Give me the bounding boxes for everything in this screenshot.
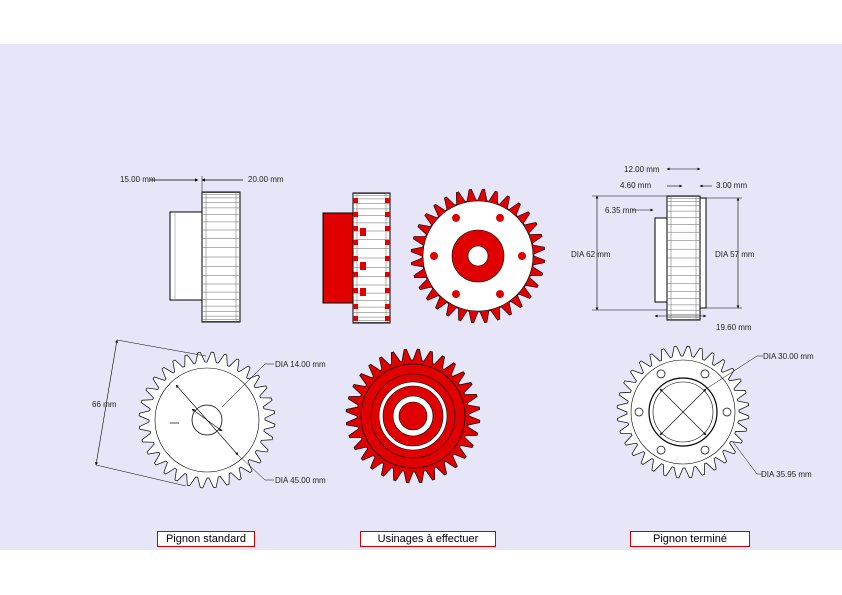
bolt-hole — [430, 252, 438, 260]
machining-mark — [353, 198, 358, 203]
bolt-hole — [656, 445, 666, 455]
machining-mark — [353, 256, 358, 261]
machining-mark — [385, 304, 390, 309]
machining-mark — [353, 240, 358, 245]
caption-finished: Pignon terminé — [630, 531, 750, 547]
dim-std-right: 20.00 mm — [248, 175, 284, 184]
dim-fin-dia-left: DIA 62 mm — [571, 250, 611, 259]
bolt-hole — [518, 252, 526, 260]
machining-mark — [385, 316, 390, 321]
bolt-hole — [700, 445, 710, 455]
dim-fin-holes: DIA 35.95 mm — [761, 470, 812, 479]
machining-mark — [385, 272, 390, 277]
machining-mark — [353, 316, 358, 321]
machining-mark — [385, 288, 390, 293]
machining-mark — [385, 256, 390, 261]
machining-mark — [360, 262, 366, 270]
dim-std-bore: DIA 14.00 mm — [275, 360, 326, 369]
machining-mark — [385, 198, 390, 203]
finished-hub-left — [654, 217, 668, 303]
machining-mark — [353, 226, 358, 231]
bolt-hole — [700, 369, 710, 379]
finished-front-view: DIA 30.00 mm DIA 35.95 mm — [616, 345, 814, 479]
machining-front-view — [410, 188, 546, 324]
machining-mark — [353, 272, 358, 277]
standard-hub — [169, 211, 203, 301]
standard-side-view: 15.00 mm 20.00 mm — [120, 175, 284, 323]
machining-side-view — [322, 192, 391, 324]
bolt-hole — [452, 213, 460, 222]
bolt-hole — [452, 290, 460, 299]
machining-mark — [353, 288, 358, 293]
bolt-hole — [496, 290, 504, 299]
dim-fin-dia-right: DIA 57 mm — [715, 250, 755, 259]
dim-fin-width: 12.00 mm — [624, 165, 660, 174]
machining-mark — [360, 228, 366, 236]
dim-std-root: DIA 45.00 mm — [275, 476, 326, 485]
standard-front-view: DIA 14.00 mm DIA 45.00 mm 66 mm — [92, 339, 326, 489]
dim-fin-step: 6.35 mm — [605, 206, 636, 215]
finished-side-view: 12.00 mm 4.60 mm 3.00 mm 6.35 mm DIA 62 … — [571, 165, 755, 332]
dim-fin-hub-right: 3.00 mm — [716, 181, 747, 190]
machining-mark — [385, 226, 390, 231]
machining-mark — [360, 288, 366, 296]
machining-front-view-bottom — [345, 348, 481, 484]
finished-hub-right — [699, 197, 707, 309]
machining-mark — [385, 212, 390, 217]
dim-fin-offset: 4.60 mm — [620, 181, 651, 190]
bolt-hole — [496, 213, 504, 222]
dim-std-left: 15.00 mm — [120, 175, 156, 184]
caption-standard: Pignon standard — [157, 531, 255, 547]
bolt-hole — [722, 407, 732, 417]
dim-fin-bore: DIA 30.00 mm — [763, 352, 814, 361]
machining-mark — [353, 304, 358, 309]
caption-machining: Usinages à effectuer — [360, 531, 496, 547]
bolt-hole — [634, 407, 644, 417]
machining-mark — [385, 240, 390, 245]
dim-std-outer: 66 mm — [92, 400, 117, 409]
machining-mark — [353, 212, 358, 217]
machining-hub — [322, 212, 356, 304]
bolt-hole — [656, 369, 666, 379]
dim-fin-total: 19.60 mm — [716, 323, 752, 332]
